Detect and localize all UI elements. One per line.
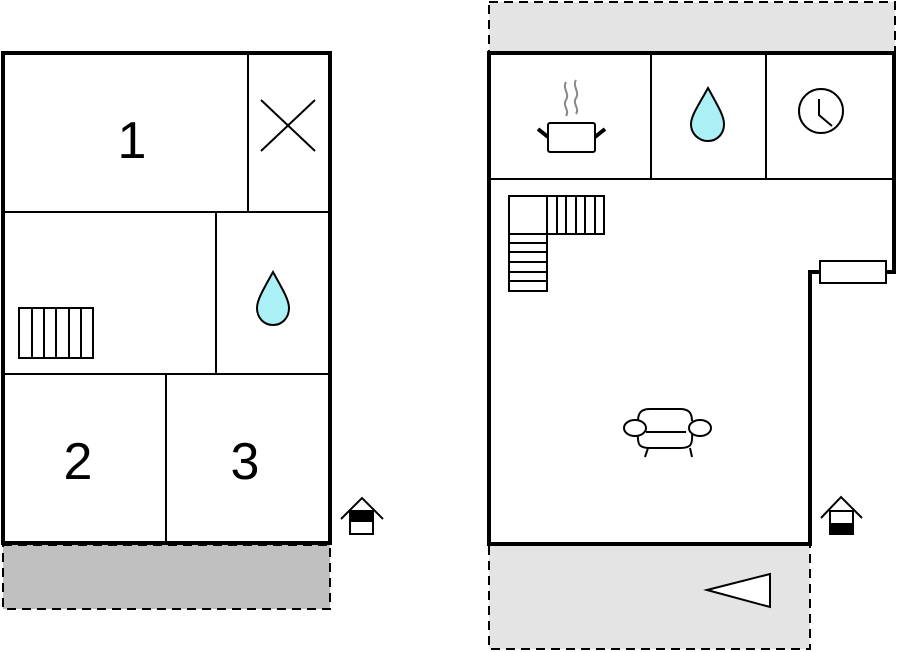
kitchen-pot-icon [536,79,607,153]
right-exterior-wall [487,51,896,546]
room-label-3: 3 [231,433,260,491]
l-stairs-icon [508,195,605,292]
left-terrace [2,544,331,610]
entrance-house-icon [820,495,863,535]
bathroom-water-drop-icon [255,269,291,327]
left-exterior-wall [1,51,332,545]
entrance-house-icon [340,496,384,535]
left-floor: 1 2 3 [1,51,384,610]
fireplace-icon [819,260,887,284]
room-label-1: 1 [118,112,147,170]
direction-triangle-icon [703,572,771,609]
bathroom-water-drop-icon [689,85,726,143]
right-floor [487,1,896,650]
room-label-2: 2 [64,433,93,491]
toilet-x-icon [260,99,316,152]
sofa-icon [623,408,712,458]
stairs-icon [18,307,94,359]
top-terrace [488,1,896,53]
sauna-clock-icon [798,88,844,134]
